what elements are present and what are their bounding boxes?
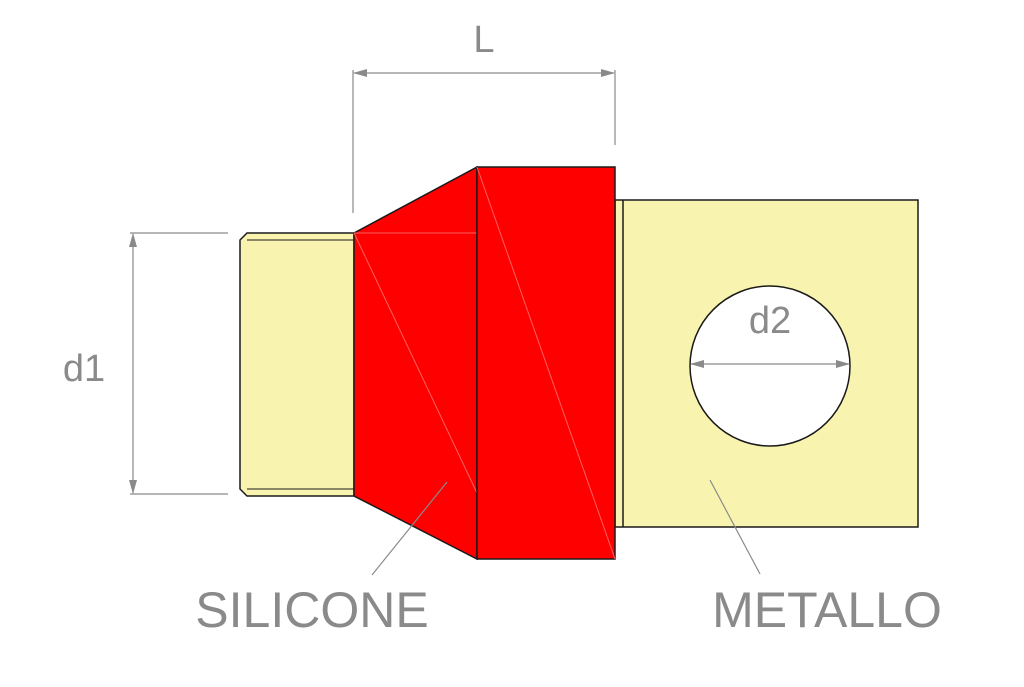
metal-label: METALLO — [712, 582, 942, 638]
cone-shade-line — [353, 232, 478, 494]
metal-threaded-end — [239, 232, 355, 497]
metal-leader-line — [709, 479, 761, 575]
dimension-d2-label: d2 — [749, 300, 791, 342]
silicone-label: SILICONE — [195, 582, 428, 638]
dimension-d1-label: d1 — [63, 348, 105, 390]
silicone-leader-line — [371, 481, 448, 576]
dimension-l-label: L — [473, 19, 494, 61]
block-shade-line — [476, 166, 616, 560]
